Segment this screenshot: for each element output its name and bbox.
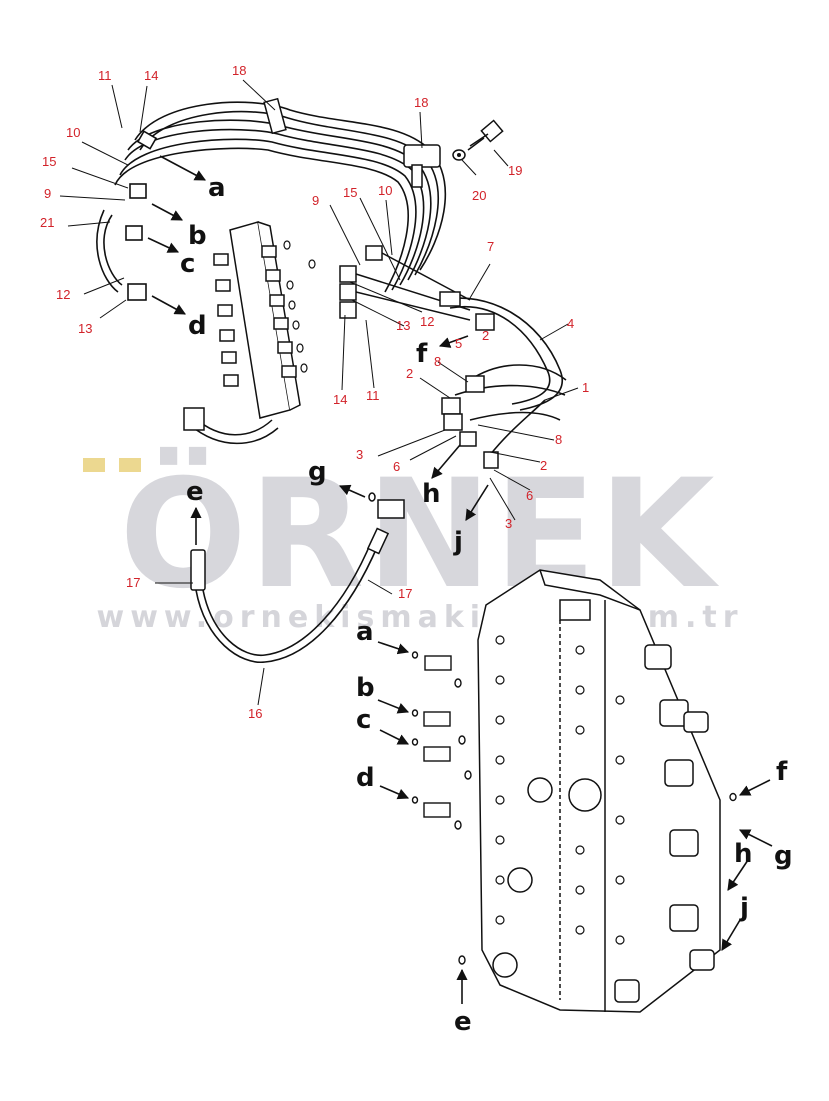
watermark-umlaut [83, 458, 145, 476]
callout-6: 6 [526, 488, 533, 503]
callout-3: 3 [505, 516, 512, 531]
callout-13: 13 [396, 318, 410, 333]
connection-label-e: e [454, 1007, 472, 1037]
clamp-18-right [403, 144, 441, 188]
middle-fittings [339, 245, 471, 321]
callout-9: 9 [312, 193, 319, 208]
callout-14: 14 [144, 68, 158, 83]
callout-6: 6 [393, 459, 400, 474]
hose-16 [195, 539, 379, 663]
callout-16: 16 [248, 706, 262, 721]
connection-label-c: c [356, 705, 371, 735]
clamp-18-upper [263, 97, 287, 135]
connection-label-b: b [188, 221, 207, 251]
connection-label-h: h [422, 479, 441, 509]
callout-1: 1 [582, 380, 589, 395]
connection-label-d: d [188, 311, 207, 341]
callout-12: 12 [420, 314, 434, 329]
callout-5: 5 [455, 336, 462, 351]
connection-label-d: d [356, 763, 375, 793]
connection-label-c: c [180, 249, 195, 279]
valve-inlet-fittings [411, 651, 737, 965]
callout-11: 11 [98, 68, 112, 83]
callout-10: 10 [66, 125, 80, 140]
callout-10: 10 [378, 183, 392, 198]
ppc-valve-block [183, 221, 301, 445]
callout-17: 17 [398, 586, 412, 601]
callout-18: 18 [414, 95, 428, 110]
connection-label-g: g [774, 841, 793, 871]
callout-7: 7 [487, 239, 494, 254]
callout-20: 20 [472, 188, 486, 203]
connection-label-f: f [416, 339, 428, 369]
callout-11: 11 [366, 388, 380, 403]
connection-label-a: a [208, 173, 226, 203]
washer-20 [452, 149, 466, 161]
right-hose-bundle [439, 297, 567, 456]
right-fittings [439, 291, 499, 469]
leader-lines [59, 79, 579, 706]
callout-8: 8 [555, 432, 562, 447]
hose-16-fittings [190, 492, 405, 591]
callout-21: 21 [40, 215, 54, 230]
callout-12: 12 [56, 287, 70, 302]
watermark-brand: ÖRNEK [119, 448, 717, 622]
callout-8: 8 [434, 354, 441, 369]
connection-label-g: g [308, 457, 327, 487]
connection-label-h: h [734, 839, 753, 869]
main-control-valve [477, 569, 721, 1013]
callout-15: 15 [343, 185, 357, 200]
callout-2: 2 [406, 366, 413, 381]
connection-label-j: j [453, 527, 463, 557]
callout-14: 14 [333, 392, 347, 407]
callout-2: 2 [540, 458, 547, 473]
callout-3: 3 [356, 447, 363, 462]
callout-13: 13 [78, 321, 92, 336]
callout-15: 15 [42, 154, 56, 169]
connection-label-a: a [356, 617, 374, 647]
callout-17: 17 [126, 575, 140, 590]
callout-18: 18 [232, 63, 246, 78]
callout-2: 2 [482, 328, 489, 343]
connection-label-e: e [186, 477, 204, 507]
o-rings-ppc [283, 240, 316, 373]
bolt-19 [467, 119, 504, 151]
hose-harness [114, 101, 446, 293]
connection-label-b: b [356, 673, 375, 703]
callout-4: 4 [567, 316, 574, 331]
connection-label-j: j [739, 893, 749, 923]
part-number-callouts: 1 2 2 2 3 3 4 5 6 6 7 8 8 9 9 10 10 11 1… [40, 63, 589, 721]
callout-19: 19 [508, 163, 522, 178]
connection-letters: a b c d a b c d e e f f g g h h j j [180, 173, 793, 1037]
left-fittings [96, 130, 158, 301]
connection-label-f: f [776, 757, 788, 787]
connection-arrows [147, 155, 773, 1004]
callout-9: 9 [44, 186, 51, 201]
